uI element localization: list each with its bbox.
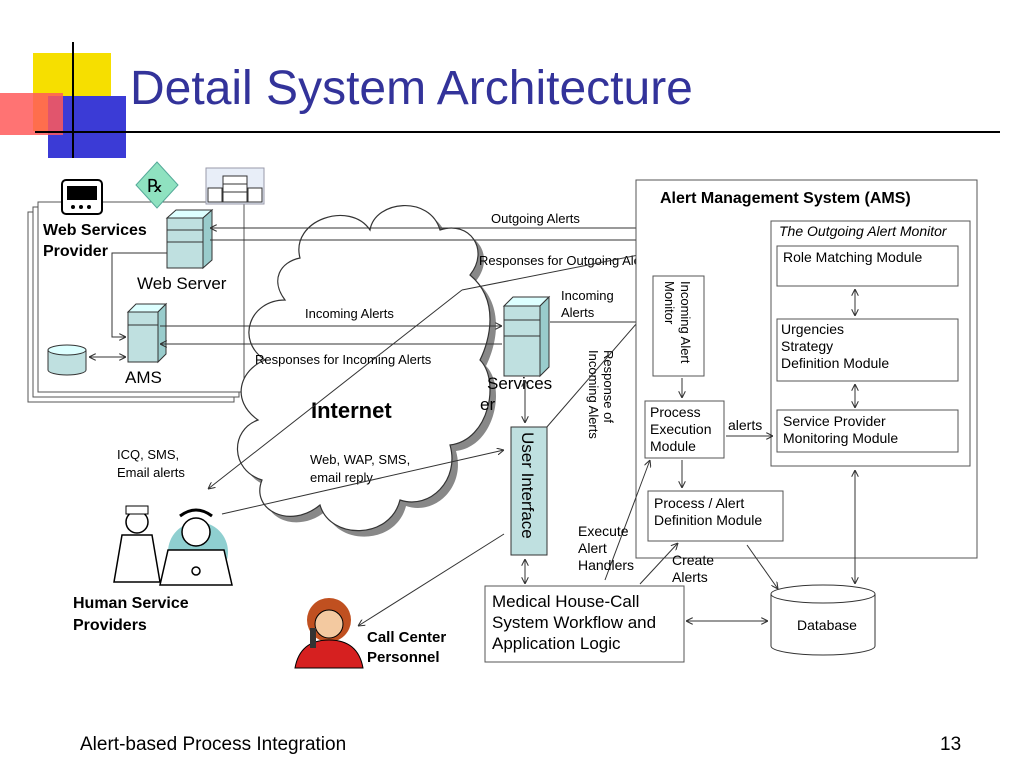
corner-decoration bbox=[0, 42, 1000, 158]
services-label-line1: Services bbox=[487, 374, 552, 393]
page-title: Detail System Architecture bbox=[130, 62, 693, 115]
create-line1: Create bbox=[672, 552, 714, 568]
incoming-alerts-label: Incoming Alerts bbox=[305, 306, 394, 321]
call-center-line1: Call Center bbox=[367, 629, 446, 646]
role-matching-box bbox=[776, 245, 959, 287]
workflow-line3: Application Logic bbox=[492, 634, 621, 653]
hospital-building-icon bbox=[205, 167, 265, 205]
provider-ams-label: AMS bbox=[125, 368, 162, 387]
outgoing-monitor-title: The Outgoing Alert Monitor bbox=[779, 223, 948, 239]
execute-line2: Alert bbox=[578, 540, 607, 556]
sp-monitor-line2: Monitoring Module bbox=[783, 430, 898, 446]
user-interface-box bbox=[510, 426, 548, 556]
process-exec-line1: Process bbox=[650, 404, 701, 420]
process-alert-line1: Process / Alert bbox=[654, 495, 744, 511]
incoming-monitor-box bbox=[652, 275, 705, 377]
icq-line1: ICQ, SMS, bbox=[117, 447, 179, 462]
response-of-line2: Incoming Alerts bbox=[586, 350, 601, 439]
provider-database-icon bbox=[47, 344, 87, 376]
outgoing-alerts-label: Outgoing Alerts bbox=[491, 211, 580, 226]
workflow-box bbox=[484, 585, 685, 663]
web-server-icon bbox=[165, 208, 214, 270]
urgencies-line3: Definition Module bbox=[781, 355, 889, 371]
web-server-label: Web Server bbox=[137, 274, 227, 293]
workflow-line2: System Workflow and bbox=[492, 613, 656, 632]
services-server-icon bbox=[502, 295, 551, 378]
prescription-rx-icon: ℞ bbox=[135, 161, 179, 209]
process-exec-box bbox=[644, 400, 725, 459]
user-interface-label: User Interface bbox=[518, 432, 537, 539]
provider-title-line1: Web Services bbox=[43, 222, 147, 239]
cloud-icon bbox=[236, 205, 496, 537]
database-icon bbox=[770, 584, 876, 656]
human-providers-line1: Human Service bbox=[73, 595, 189, 612]
responses-incoming-label: Responses for Incoming Alerts bbox=[255, 352, 432, 367]
urgencies-line1: Urgencies bbox=[781, 321, 844, 337]
web-wap-line2: email reply bbox=[310, 470, 373, 485]
nurse-doctor-icon bbox=[113, 505, 233, 586]
create-line2: Alerts bbox=[672, 569, 708, 585]
services-label-line2: er bbox=[480, 395, 495, 414]
incoming-line1: Incoming bbox=[561, 288, 614, 303]
database-label: Database bbox=[797, 617, 857, 633]
responses-outgoing-label: Responses for Outgoing Alerts bbox=[479, 253, 656, 268]
ams-title: Alert Management System (AMS) bbox=[660, 190, 911, 207]
sp-monitor-line1: Service Provider bbox=[783, 413, 886, 429]
stethoscope-monitor-icon bbox=[61, 179, 103, 215]
workflow-line1: Medical House-Call bbox=[492, 592, 639, 611]
execute-line1: Execute bbox=[578, 523, 629, 539]
urgencies-line2: Strategy bbox=[781, 338, 833, 354]
footer-left: Alert-based Process Integration bbox=[80, 734, 346, 755]
sp-monitor-box bbox=[776, 409, 959, 453]
call-center-line2: Personnel bbox=[367, 649, 440, 666]
provider-title-line2: Provider bbox=[43, 243, 108, 260]
execute-line3: Handlers bbox=[578, 557, 634, 573]
icq-line2: Email alerts bbox=[117, 465, 185, 480]
provider-ams-server-icon bbox=[126, 302, 168, 364]
svg-text:℞: ℞ bbox=[147, 176, 163, 197]
web-wap-line1: Web, WAP, SMS, bbox=[310, 452, 410, 467]
process-alert-line2: Definition Module bbox=[654, 512, 762, 528]
incoming-line2: Alerts bbox=[561, 305, 595, 320]
process-exec-line2: Execution bbox=[650, 421, 711, 437]
internet-label: Internet bbox=[311, 398, 392, 423]
incoming-monitor-line2: Monitor bbox=[662, 281, 677, 325]
role-matching-label: Role Matching Module bbox=[783, 249, 923, 265]
response-of-line1: Response of bbox=[601, 350, 616, 423]
call-center-operator-icon bbox=[294, 598, 364, 669]
human-providers-line2: Providers bbox=[73, 617, 147, 634]
process-exec-line3: Module bbox=[650, 438, 696, 454]
page-number: 13 bbox=[940, 734, 961, 755]
process-alert-box bbox=[647, 490, 784, 542]
incoming-monitor-line1: Incoming Alert bbox=[678, 281, 693, 364]
urgencies-box bbox=[776, 318, 959, 382]
alerts-label: alerts bbox=[728, 417, 762, 433]
